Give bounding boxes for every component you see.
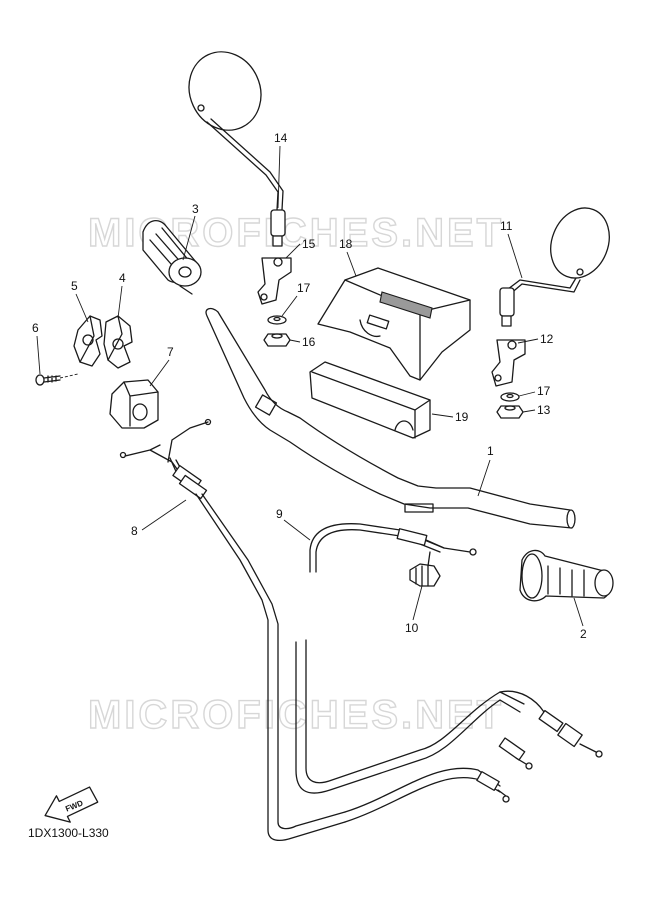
left-grip [519,549,614,602]
left-mirror [188,51,286,247]
callout-9: 9 [276,507,311,541]
svg-text:2: 2 [580,627,587,641]
callout-5: 5 [71,279,89,323]
svg-text:15: 15 [302,237,316,251]
left-washer-and-nut [263,315,291,347]
clamp [109,379,159,429]
callout-8: 8 [131,499,187,538]
svg-text:5: 5 [71,279,78,293]
svg-text:4: 4 [119,271,126,285]
callout-2: 2 [573,597,587,641]
handlebar-pad [309,361,431,439]
callout-3: 3 [182,202,199,261]
cable-adjuster [409,551,441,587]
callout-7: 7 [149,345,174,387]
svg-text:12: 12 [540,332,554,346]
svg-text:17: 17 [297,281,311,295]
callout-19: 19 [431,410,469,424]
svg-text:3: 3 [192,202,199,216]
svg-text:1: 1 [487,444,494,458]
callout-6: 6 [32,321,41,375]
callout-13: 13 [522,403,551,417]
watermark-bottom: MICROFICHES.NET [88,693,504,737]
svg-text:14: 14 [274,131,288,145]
diagram-code: 1DX1300-L330 [28,826,109,840]
handlebar [205,307,576,529]
svg-text:13: 13 [537,403,551,417]
svg-text:6: 6 [32,321,39,335]
svg-text:11: 11 [500,219,513,233]
callout-15: 15 [285,237,316,259]
svg-text:16: 16 [302,335,316,349]
right-mirror-bracket [491,339,526,387]
throttle-grip [142,220,202,295]
callout-12: 12 [517,332,554,346]
screw [35,373,79,386]
right-mirror [499,207,610,327]
svg-text:17: 17 [537,384,551,398]
left-mirror-bracket [257,257,292,305]
callout-4: 4 [117,271,126,319]
callout-14: 14 [274,131,288,209]
fwd-arrow-icon: FWD [44,786,99,823]
svg-text:7: 7 [167,345,174,359]
callout-10: 10 [405,585,423,635]
callout-11: 11 [500,219,523,279]
svg-text:9: 9 [276,507,283,521]
callout-1: 1 [477,444,494,497]
svg-text:10: 10 [405,621,419,635]
callout-16: 16 [289,335,316,349]
handlebar-cover [317,267,471,381]
throttle-cables [119,418,510,842]
clutch-cable [295,523,603,794]
svg-text:18: 18 [339,237,353,251]
switch-housing-lower [103,315,133,369]
callout-17-left: 17 [281,281,311,317]
right-washer-and-nut [496,392,524,419]
svg-text:19: 19 [455,410,469,424]
callout-18: 18 [339,237,357,277]
callout-17-right: 17 [518,384,551,398]
svg-text:8: 8 [131,524,138,538]
switch-housing-upper [73,315,103,367]
